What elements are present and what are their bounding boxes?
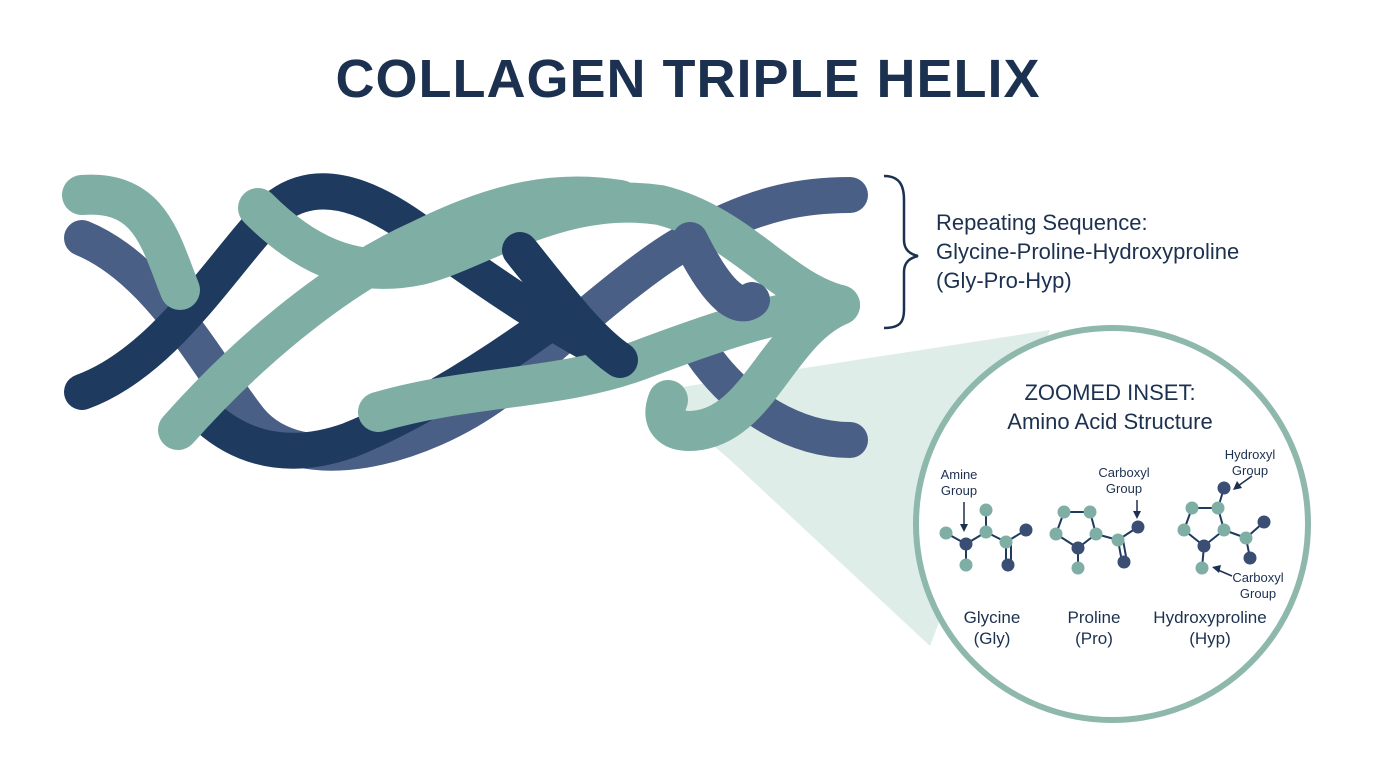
atom — [1177, 523, 1191, 537]
hydroxyproline-abbr: (Hyp) — [1189, 629, 1231, 648]
proline-name: Proline — [1067, 608, 1121, 627]
atom — [1239, 531, 1253, 545]
inset-circle — [913, 325, 1311, 723]
atom — [1117, 555, 1131, 569]
atom — [1057, 505, 1071, 519]
atom — [1131, 520, 1145, 534]
strand-teal-lower — [358, 285, 860, 432]
sequence-full: Glycine-Proline-Hydroxyproline — [936, 239, 1240, 264]
carboxyl-a-label-line2: Group — [1105, 481, 1143, 496]
atom — [999, 535, 1013, 549]
hydroxyproline-name: Hydroxyproline — [1153, 608, 1267, 627]
sequence-short: (Gly-Pro-Hyp) — [936, 268, 1072, 293]
carboxyl-a-label-line1: Carboxyl — [1098, 465, 1150, 480]
atom — [1211, 501, 1225, 515]
proline-abbr: (Pro) — [1075, 629, 1113, 648]
amine-label-line1: Amine — [940, 467, 978, 482]
atom — [1083, 505, 1097, 519]
strand-teal-left — [62, 174, 200, 310]
atom — [979, 503, 993, 517]
glycine-label: Glycine (Gly) — [950, 607, 1034, 649]
hydroxyproline-atoms — [1177, 481, 1271, 575]
glycine-atoms — [939, 503, 1033, 572]
proline-label: Proline (Pro) — [1052, 607, 1136, 649]
sequence-bracket — [883, 174, 919, 330]
amine-arrow — [960, 502, 968, 532]
sequence-description: Repeating Sequence: Glycine-Proline-Hydr… — [936, 208, 1239, 295]
inset-title: ZOOMED INSET: Amino Acid Structure — [940, 378, 1280, 436]
strand-slate-lower — [682, 332, 868, 458]
strand-teal-hook — [645, 285, 860, 451]
atom — [959, 537, 973, 551]
amine-label-line2: Group — [940, 483, 978, 498]
strand-dark-lower — [190, 312, 558, 469]
proline-atoms — [1049, 505, 1145, 575]
atom — [1111, 533, 1125, 547]
hydroxyproline-label: Hydroxyproline (Hyp) — [1144, 607, 1276, 649]
strand-dark-front — [502, 232, 638, 378]
amine-group-label: Amine Group — [932, 467, 986, 499]
hydroxyl-label-line1: Hydroxyl — [1224, 447, 1276, 462]
atom — [959, 558, 973, 572]
atom — [939, 526, 953, 540]
atom — [979, 525, 993, 539]
page-title: COLLAGEN TRIPLE HELIX — [335, 49, 1041, 109]
atom — [1001, 558, 1015, 572]
carboxyl-b-label-line2: Group — [1239, 586, 1277, 601]
atom — [1089, 527, 1103, 541]
carboxyl-group-label-hyp: Carboxyl Group — [1226, 570, 1290, 602]
atom — [1217, 481, 1231, 495]
atom — [1185, 501, 1199, 515]
glycine-abbr: (Gly) — [973, 629, 1011, 648]
strand-dark-back — [64, 173, 638, 410]
hydroxyl-arrow — [1233, 475, 1253, 490]
strand-teal-top — [238, 182, 860, 325]
carboxyl-arrow-hyp — [1212, 565, 1233, 577]
carboxyl-arrow-proline — [1133, 500, 1141, 519]
atom — [1195, 561, 1209, 575]
inset-title-line2: Amino Acid Structure — [1007, 409, 1213, 434]
atom — [1243, 551, 1257, 565]
atom — [1049, 527, 1063, 541]
atom — [1257, 515, 1271, 529]
carboxyl-group-label-proline: Carboxyl Group — [1092, 465, 1156, 497]
hydroxyl-group-label: Hydroxyl Group — [1218, 447, 1282, 479]
atom — [1217, 523, 1231, 537]
strand-slate-front — [672, 222, 770, 322]
atom — [1071, 561, 1085, 575]
atom — [1197, 539, 1211, 553]
inset-title-line1: ZOOMED INSET: — [1024, 380, 1196, 405]
hydroxyl-label-line2: Group — [1231, 463, 1269, 478]
atom — [1071, 541, 1085, 555]
carboxyl-b-label-line1: Carboxyl — [1232, 570, 1284, 585]
atom — [1019, 523, 1033, 537]
sequence-heading: Repeating Sequence: — [936, 210, 1148, 235]
glycine-name: Glycine — [963, 608, 1021, 627]
